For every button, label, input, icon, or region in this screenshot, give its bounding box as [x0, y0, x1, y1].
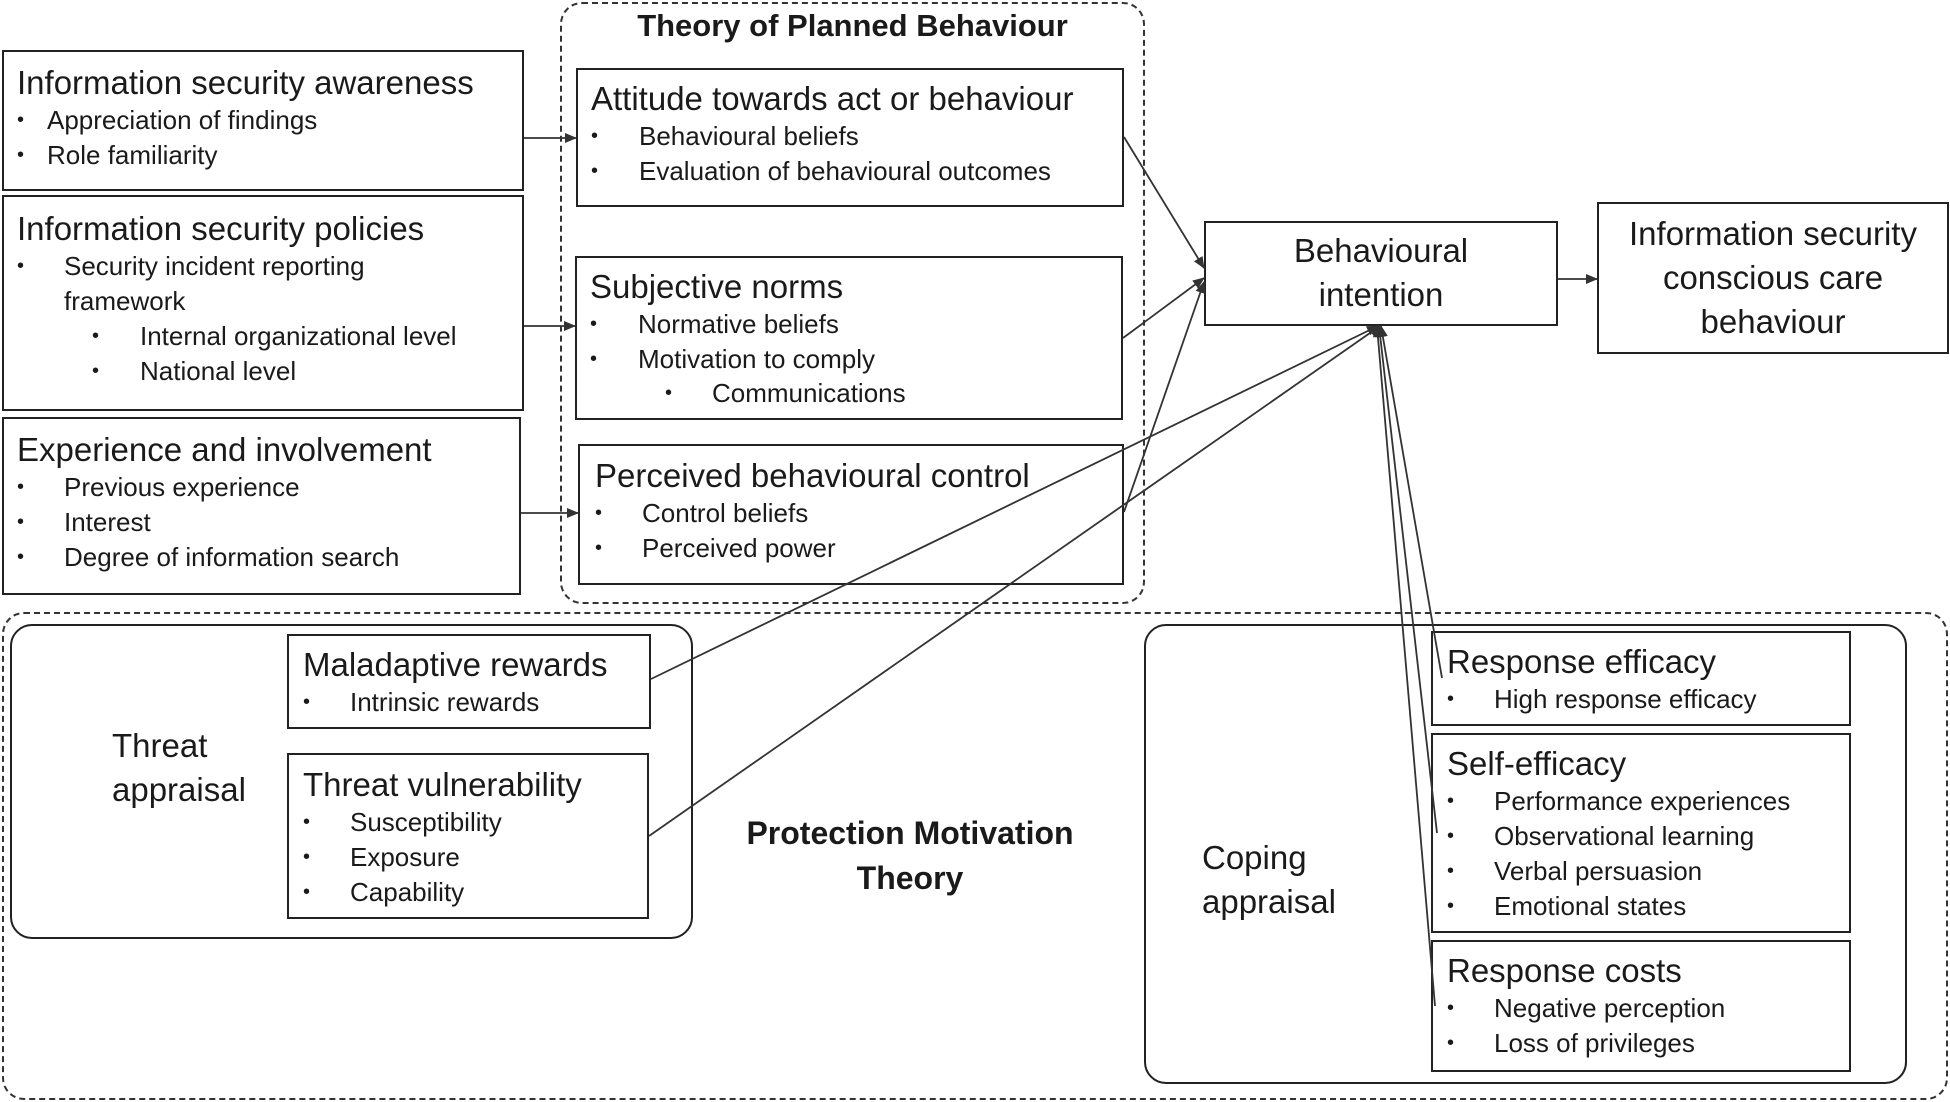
perceived-control-list: •Control beliefs •Perceived power: [595, 496, 836, 566]
list-item: •Motivation to comply: [590, 344, 875, 374]
attitude-list: •Behavioural beliefs •Evaluation of beha…: [591, 119, 1051, 189]
threat-vulnerability-box: Threat vulnerability •Susceptibility •Ex…: [287, 753, 649, 919]
awareness-title: Information security awareness: [17, 64, 474, 101]
list-item: •Security incident reporting: [17, 251, 365, 281]
maladaptive-rewards-title: Maladaptive rewards: [303, 646, 608, 683]
list-item: •Intrinsic rewards: [303, 687, 540, 717]
subjective-norms-box: Subjective norms •Normative beliefs •Mot…: [575, 256, 1123, 420]
maladaptive-rewards-box: Maladaptive rewards •Intrinsic rewards: [287, 634, 651, 729]
list-item: •Susceptibility: [303, 807, 502, 837]
list-item: •Evaluation of behavioural outcomes: [591, 156, 1051, 186]
attitude-box: Attitude towards act or behaviour •Behav…: [576, 68, 1124, 207]
list-item: •Degree of information search: [17, 542, 400, 572]
list-item: •Exposure: [303, 842, 460, 872]
pmt-title: Protection Motivation Theory: [746, 815, 1074, 896]
conscious-care-behaviour-box: Information security conscious care beha…: [1597, 202, 1949, 354]
response-efficacy-list: •High response efficacy: [1447, 682, 1757, 717]
list-item: •Appreciation of findings: [17, 105, 318, 135]
experience-title: Experience and involvement: [17, 431, 432, 468]
response-efficacy-title: Response efficacy: [1447, 643, 1717, 680]
policies-box: Information security policies •Security …: [2, 195, 524, 411]
sub-list-item: •National level: [92, 356, 297, 386]
threat-appraisal-label: Threat appraisal: [112, 727, 246, 808]
tpb-title: Theory of Planned Behaviour: [637, 8, 1068, 43]
list-item: •Perceived power: [595, 533, 836, 563]
response-costs-list: •Negative perception •Loss of privileges: [1447, 991, 1725, 1061]
behavioural-intention-label: Behavioural intention: [1293, 232, 1469, 313]
maladaptive-rewards-list: •Intrinsic rewards: [303, 685, 539, 720]
perceived-control-title: Perceived behavioural control: [595, 457, 1030, 494]
policies-list: •Security incident reporting framework •…: [17, 249, 457, 389]
list-item-continuation: framework: [64, 286, 186, 316]
experience-box: Experience and involvement •Previous exp…: [2, 417, 521, 595]
attitude-title: Attitude towards act or behaviour: [591, 80, 1074, 117]
threat-vulnerability-title: Threat vulnerability: [303, 766, 582, 803]
subjective-norms-title: Subjective norms: [590, 268, 844, 305]
conscious-care-behaviour-label: Information security conscious care beha…: [1629, 215, 1917, 340]
experience-list: •Previous experience •Interest •Degree o…: [17, 470, 399, 575]
list-item: •Capability: [303, 877, 465, 907]
list-item: •Negative perception: [1447, 993, 1726, 1023]
sub-list-item: •Internal organizational level: [92, 321, 457, 351]
list-item: •Control beliefs: [595, 498, 809, 528]
threat-vulnerability-list: •Susceptibility •Exposure •Capability: [303, 805, 502, 910]
policies-title: Information security policies: [17, 210, 425, 247]
subjective-norms-list: •Normative beliefs •Motivation to comply…: [590, 307, 906, 410]
self-efficacy-title: Self-efficacy: [1447, 745, 1627, 782]
list-item: •Verbal persuasion: [1447, 856, 1703, 886]
list-item: •High response efficacy: [1447, 684, 1757, 714]
list-item: •Behavioural beliefs: [591, 121, 859, 151]
perceived-control-box: Perceived behavioural control •Control b…: [578, 444, 1124, 585]
awareness-list: •Appreciation of findings •Role familiar…: [17, 103, 317, 173]
coping-appraisal-region: [1144, 624, 1907, 1084]
list-item: •Previous experience: [17, 472, 300, 502]
coping-appraisal-label: Coping appraisal: [1202, 839, 1336, 920]
list-item: •Interest: [17, 507, 151, 537]
list-item: •Performance experiences: [1447, 786, 1791, 816]
awareness-box: Information security awareness •Apprecia…: [2, 50, 524, 191]
behavioural-intention-box: Behavioural intention: [1204, 221, 1558, 326]
list-item: •Normative beliefs: [590, 309, 839, 339]
list-item: •Emotional states: [1447, 891, 1687, 921]
response-costs-box: Response costs •Negative perception •Los…: [1431, 940, 1851, 1072]
sub-list-item: •Communications: [665, 378, 906, 408]
response-efficacy-box: Response efficacy •High response efficac…: [1431, 631, 1851, 726]
list-item: •Observational learning: [1447, 821, 1755, 851]
self-efficacy-box: Self-efficacy •Performance experiences •…: [1431, 733, 1851, 933]
list-item: •Role familiarity: [17, 140, 218, 170]
list-item: •Loss of privileges: [1447, 1028, 1695, 1058]
response-costs-title: Response costs: [1447, 952, 1682, 989]
self-efficacy-list: •Performance experiences •Observational …: [1447, 784, 1790, 924]
